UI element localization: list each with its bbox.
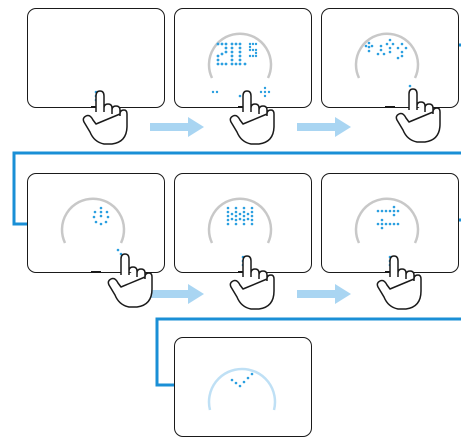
next-arrow-2 xyxy=(297,117,351,137)
flow-connector-row1-row2 xyxy=(12,151,461,226)
thermostat-step-1 xyxy=(27,8,165,108)
thermostat-step-3 xyxy=(321,8,459,108)
flow-connector-row2-row3 xyxy=(155,317,461,387)
thermostat-step-5 xyxy=(174,173,312,273)
next-arrow-1 xyxy=(150,117,204,137)
thermostat-step-2 xyxy=(174,8,312,108)
next-arrow-3 xyxy=(150,284,204,304)
thermostat-step-7 xyxy=(174,337,312,437)
thermostat-step-4 xyxy=(27,173,165,273)
thermostat-step-6 xyxy=(321,173,459,273)
next-arrow-4 xyxy=(297,284,351,304)
